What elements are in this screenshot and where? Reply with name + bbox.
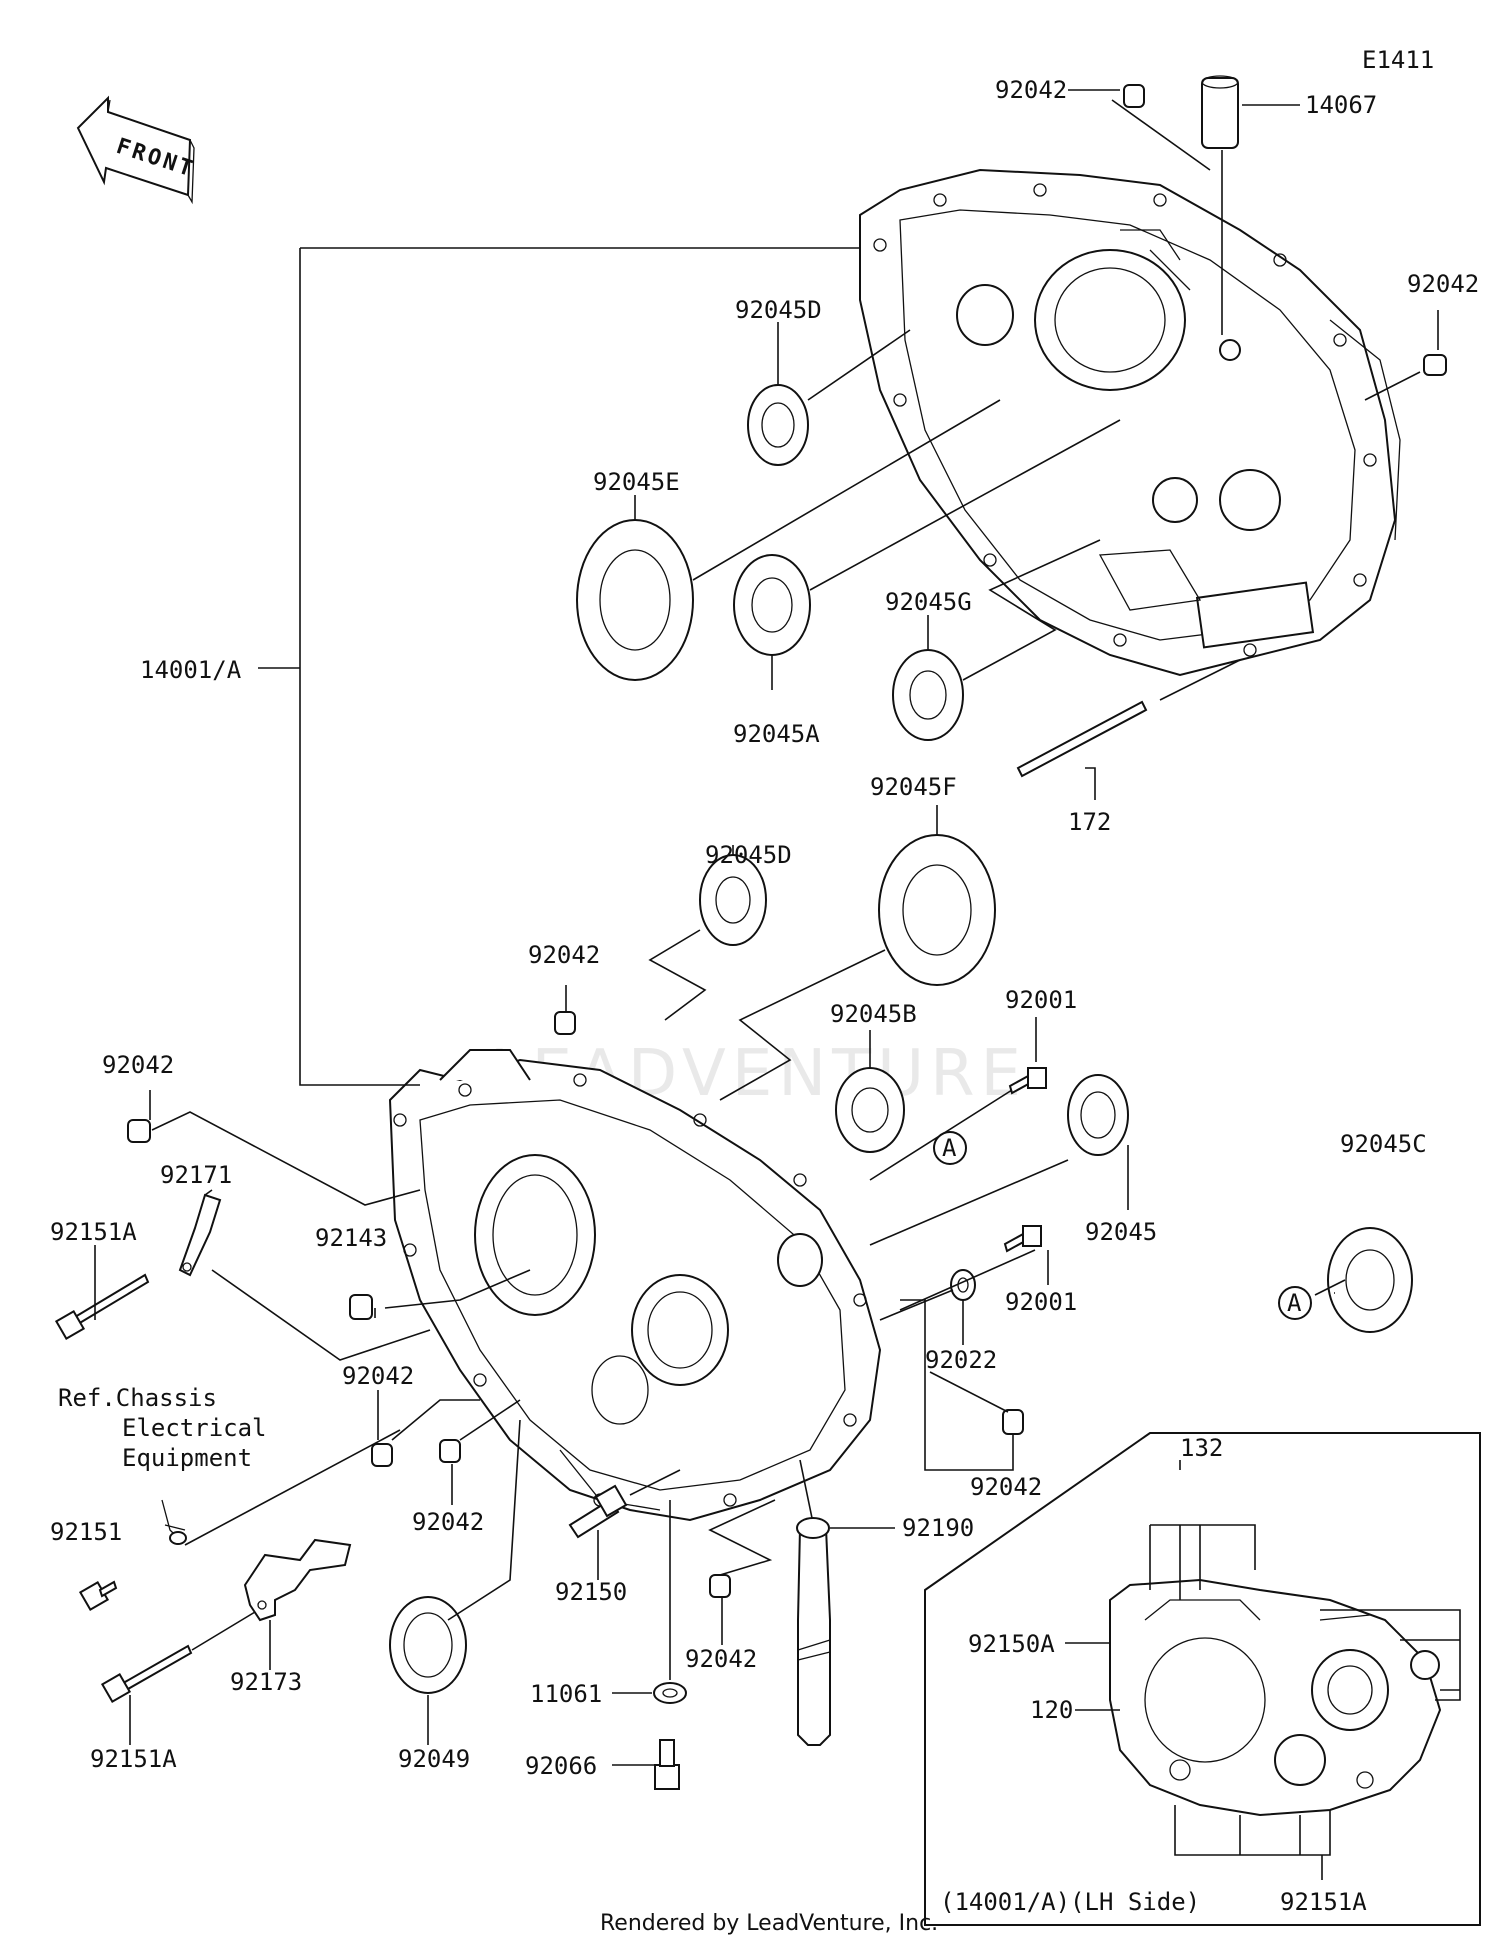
part-label: 92045F (870, 773, 957, 801)
part-label: 92045D (705, 841, 792, 869)
svg-text:A: A (1287, 1289, 1302, 1317)
bearing-92045G (892, 649, 964, 741)
part-label: 120 (1030, 1696, 1073, 1724)
part-label: 14001/A (140, 656, 242, 684)
part-label: 92151A (50, 1218, 137, 1246)
part-label: 92045E (593, 468, 680, 496)
part-label: 92042 (1407, 270, 1479, 298)
inset-lh-side: (14001/A)(LH Side) (924, 1432, 1481, 1926)
part-label: 92045G (885, 588, 972, 616)
bearing-92045F (878, 834, 996, 986)
part-label: 92022 (925, 1346, 997, 1374)
part-label: 92042 (685, 1645, 757, 1673)
bearing-92045D-mid (699, 854, 767, 946)
dowel-pins (127, 84, 1447, 1598)
reference-note: Ref.Chassis Electrical Equipment (58, 1384, 267, 1472)
bearing-92045B (835, 1067, 905, 1153)
part-label: 14067 (1305, 91, 1377, 119)
svg-text:Electrical: Electrical (122, 1414, 267, 1442)
stud-172 (1016, 700, 1148, 778)
part-label: 92173 (230, 1668, 302, 1696)
part-label: 92001 (1005, 986, 1077, 1014)
bracket-92171 (178, 1193, 222, 1277)
part-label: 92045D (735, 296, 822, 324)
bolt-92151A-left (54, 1273, 150, 1341)
svg-text:Ref.Chassis: Ref.Chassis (58, 1384, 217, 1412)
part-label: 92045C (1340, 1130, 1427, 1158)
part-label: 92045 (1085, 1218, 1157, 1246)
part-label: 92143 (315, 1224, 387, 1252)
inset-caption: (14001/A)(LH Side) (940, 1888, 1200, 1916)
part-label: 92150 (555, 1578, 627, 1606)
part-label: 92151 (50, 1518, 122, 1546)
footer-credit: Rendered by LeadVenture, Inc. (600, 1911, 938, 1936)
part-label: 132 (1180, 1434, 1223, 1462)
bolt-92151A-bottom (100, 1644, 193, 1704)
bearing-92045D-top (747, 384, 809, 466)
bearing-92045 (1067, 1074, 1129, 1156)
front-arrow-icon: FRONT (76, 95, 198, 205)
part-labels: 92042 14067 92042 92045D 92045E 92045G 9… (50, 76, 1479, 1916)
part-label: 11061 (530, 1680, 602, 1708)
washer-11061 (653, 1682, 687, 1704)
part-label: 92042 (342, 1362, 414, 1390)
part-label: 92171 (160, 1161, 232, 1189)
part-label: 92001 (1005, 1288, 1077, 1316)
hose-92190 (796, 1517, 831, 1746)
part-label: 92066 (525, 1752, 597, 1780)
part-label: 92045A (733, 720, 820, 748)
part-label: 92042 (970, 1473, 1042, 1501)
oil-seal-92049 (389, 1596, 467, 1694)
ref-circle-A-1: A (933, 1131, 967, 1165)
fitting-92150 (568, 1484, 628, 1539)
ref-circle-A-2: A (1278, 1286, 1312, 1320)
bearing-92045A (733, 554, 811, 656)
bolt-92151 (78, 1580, 118, 1612)
diagram-code: E1411 (1362, 46, 1434, 74)
right-crankcase-half (859, 168, 1401, 677)
part-label: 92151A (90, 1745, 177, 1773)
part-label: 92042 (102, 1051, 174, 1079)
harness-clamp (161, 1499, 187, 1545)
part-label: 92042 (995, 76, 1067, 104)
bracket-92173 (243, 1538, 352, 1622)
bolts-92001 (1003, 1067, 1047, 1253)
part-label: 92150A (968, 1630, 1055, 1658)
bearing-92045C (1327, 1227, 1413, 1333)
sleeve-14067 (1201, 75, 1239, 149)
part-label: 92042 (412, 1508, 484, 1536)
drain-plug-92066 (654, 1739, 680, 1790)
part-label: 92190 (902, 1514, 974, 1542)
part-label: 92151A (1280, 1888, 1367, 1916)
part-label: 92049 (398, 1745, 470, 1773)
bearing-92045E (576, 519, 694, 681)
part-label: 92045B (830, 1000, 917, 1028)
part-label: 92042 (528, 941, 600, 969)
left-crankcase-half (388, 1049, 882, 1522)
leader-lines (94, 89, 1439, 1766)
part-label: 172 (1068, 808, 1111, 836)
svg-text:A: A (942, 1134, 957, 1162)
svg-text:Equipment: Equipment (122, 1444, 252, 1472)
